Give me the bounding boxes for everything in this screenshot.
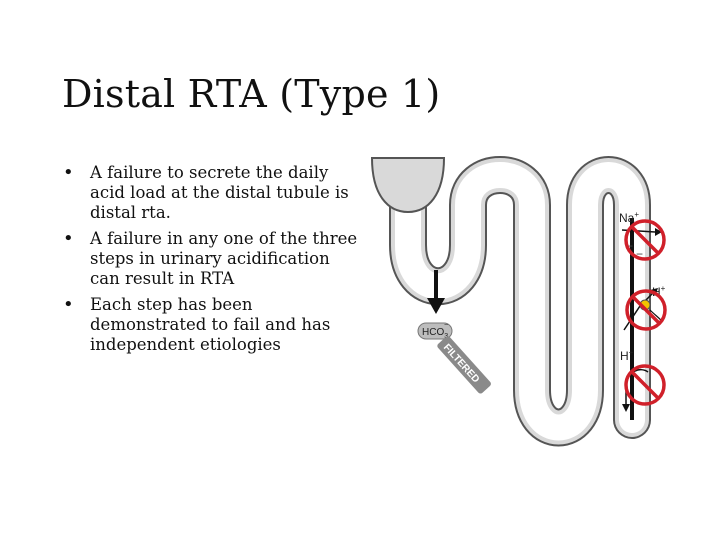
svg-text:−: −: [626, 239, 633, 253]
bullet-item: • A failure to secrete the daily acid lo…: [62, 163, 362, 223]
bullet-item: • A failure in any one of the three step…: [62, 229, 362, 289]
bullet-item: • Each step has been demonstrated to fai…: [62, 295, 362, 355]
bullet-text: A failure in any one of the three steps …: [90, 229, 358, 288]
svg-text:−: −: [636, 247, 643, 261]
bullet-marker: •: [63, 228, 74, 249]
slide-title: Distal RTA (Type 1): [62, 72, 441, 116]
bowman-capsule: [370, 157, 446, 214]
bullet-marker: •: [63, 162, 74, 183]
filtration-arrow-icon: [427, 270, 445, 314]
bullet-text: A failure to secrete the daily acid load…: [90, 163, 349, 222]
hco3-subscript: 3: [444, 333, 448, 340]
na-label: Na+: [619, 210, 639, 225]
filtered-label: FILTERED: [441, 342, 481, 385]
tubule-inner: [395, 162, 645, 441]
hco3-pill: HCO3 −: [417, 322, 453, 340]
filtered-tag: FILTERED: [437, 336, 491, 394]
prohibit-icon: [625, 289, 667, 331]
bullet-marker: •: [63, 294, 74, 315]
hco3-label: HCO: [422, 327, 444, 338]
prohibit-icon: [624, 219, 666, 261]
prohibit-icon: [624, 364, 666, 406]
h-label-2: H+: [620, 348, 634, 363]
bullet-list: • A failure to secrete the daily acid lo…: [62, 163, 362, 361]
hco3-superscript: −: [444, 322, 448, 329]
svg-text:HCO3: HCO3: [422, 327, 448, 340]
bullet-text: Each step has been demonstrated to fail …: [90, 295, 331, 354]
